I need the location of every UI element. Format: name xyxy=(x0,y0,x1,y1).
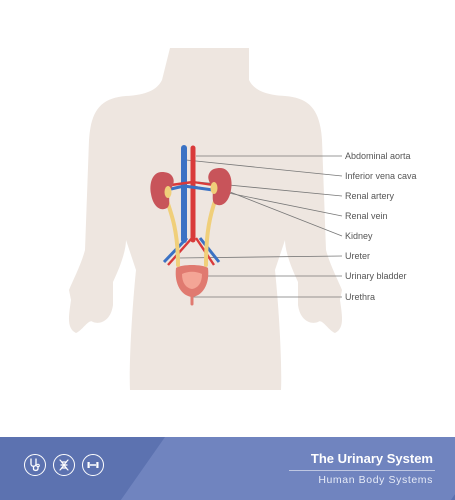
leader-inferior-vena-cava xyxy=(185,159,343,177)
banner-title: The Urinary System xyxy=(310,451,433,466)
label-urinary-bladder: Urinary bladder xyxy=(345,271,407,281)
right-iliac-vein xyxy=(198,237,221,263)
left-renal-artery xyxy=(170,180,194,187)
label-renal-artery: Renal artery xyxy=(345,191,395,201)
labels: Abdominal aorta Inferior vena cava Renal… xyxy=(345,151,417,302)
body-silhouette xyxy=(68,48,343,390)
right-renal-pelvis xyxy=(210,182,218,194)
left-renal-pelvis xyxy=(164,186,172,198)
label-inferior-vena-cava: Inferior vena cava xyxy=(345,171,417,181)
leader-kidney xyxy=(224,189,343,237)
left-iliac-artery xyxy=(167,237,193,266)
left-renal-vein xyxy=(170,184,185,191)
right-renal-artery xyxy=(192,180,214,187)
label-urethra: Urethra xyxy=(345,292,375,302)
label-kidney: Kidney xyxy=(345,231,373,241)
stethoscope-icon xyxy=(24,454,46,476)
left-kidney xyxy=(150,172,174,210)
banner-subtitle: Human Body Systems xyxy=(318,474,433,486)
label-renal-vein: Renal vein xyxy=(345,211,388,221)
dumbbell-icon xyxy=(82,454,104,476)
bladder-highlight xyxy=(182,271,202,289)
banner-icons xyxy=(24,454,104,476)
dna-icon xyxy=(53,454,75,476)
title-banner: The Urinary System Human Body Systems xyxy=(0,437,455,500)
label-ureter: Ureter xyxy=(345,251,370,261)
urinary-organs xyxy=(150,145,232,306)
banner-accent xyxy=(120,437,455,500)
right-kidney xyxy=(208,168,232,206)
right-renal-vein xyxy=(183,184,214,192)
label-abdominal-aorta: Abdominal aorta xyxy=(345,151,411,161)
banner-rule xyxy=(289,470,435,471)
